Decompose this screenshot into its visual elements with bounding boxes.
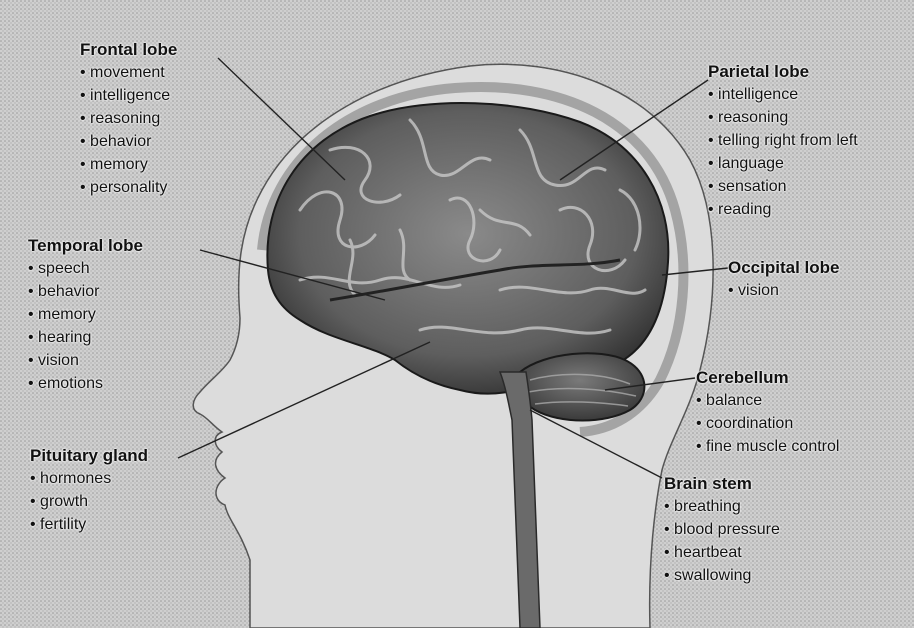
brain-stem-title: Brain stem: [664, 472, 780, 495]
list-item: behavior: [80, 130, 177, 153]
list-item: fertility: [30, 513, 148, 536]
list-item: sensation: [708, 175, 858, 198]
temporal-lobe-list: speech behavior memory hearing vision em…: [28, 257, 143, 395]
cerebellum-list: balance coordination fine muscle control: [696, 389, 839, 458]
pituitary-gland-label: Pituitary gland hormones growth fertilit…: [30, 444, 148, 536]
list-item: language: [708, 152, 858, 175]
pituitary-gland-list: hormones growth fertility: [30, 467, 148, 536]
list-item: memory: [28, 303, 143, 326]
parietal-lobe-list: intelligence reasoning telling right fro…: [708, 83, 858, 221]
list-item: vision: [728, 279, 839, 302]
list-item: emotions: [28, 372, 143, 395]
list-item: reading: [708, 198, 858, 221]
list-item: reasoning: [708, 106, 858, 129]
frontal-lobe-list: movement intelligence reasoning behavior…: [80, 61, 177, 199]
list-item: balance: [696, 389, 839, 412]
brain-stem-label: Brain stem breathing blood pressure hear…: [664, 472, 780, 587]
list-item: intelligence: [708, 83, 858, 106]
list-item: growth: [30, 490, 148, 513]
list-item: hearing: [28, 326, 143, 349]
temporal-lobe-title: Temporal lobe: [28, 234, 143, 257]
list-item: fine muscle control: [696, 435, 839, 458]
list-item: personality: [80, 176, 177, 199]
list-item: behavior: [28, 280, 143, 303]
temporal-lobe-label: Temporal lobe speech behavior memory hea…: [28, 234, 143, 395]
frontal-lobe-title: Frontal lobe: [80, 38, 177, 61]
frontal-lobe-label: Frontal lobe movement intelligence reaso…: [80, 38, 177, 199]
occipital-lobe-list: vision: [728, 279, 839, 302]
cerebellum-label: Cerebellum balance coordination fine mus…: [696, 366, 839, 458]
list-item: swallowing: [664, 564, 780, 587]
list-item: blood pressure: [664, 518, 780, 541]
list-item: memory: [80, 153, 177, 176]
list-item: breathing: [664, 495, 780, 518]
list-item: telling right from left: [708, 129, 858, 152]
list-item: reasoning: [80, 107, 177, 130]
list-item: hormones: [30, 467, 148, 490]
list-item: movement: [80, 61, 177, 84]
occipital-lobe-title: Occipital lobe: [728, 256, 839, 279]
list-item: intelligence: [80, 84, 177, 107]
occipital-lobe-label: Occipital lobe vision: [728, 256, 839, 302]
list-item: heartbeat: [664, 541, 780, 564]
cerebellum-title: Cerebellum: [696, 366, 839, 389]
parietal-lobe-label: Parietal lobe intelligence reasoning tel…: [708, 60, 858, 221]
brain-stem-list: breathing blood pressure heartbeat swall…: [664, 495, 780, 587]
list-item: vision: [28, 349, 143, 372]
pituitary-gland-title: Pituitary gland: [30, 444, 148, 467]
parietal-lobe-title: Parietal lobe: [708, 60, 858, 83]
list-item: coordination: [696, 412, 839, 435]
list-item: speech: [28, 257, 143, 280]
